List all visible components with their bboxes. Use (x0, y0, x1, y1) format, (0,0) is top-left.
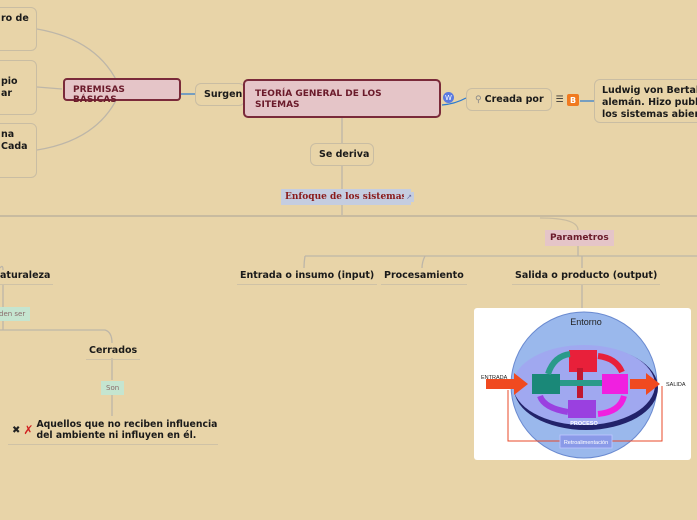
se-deriva-node[interactable]: Se deriva (310, 143, 374, 166)
bertalanffy-line-1: Ludwig von Bertala (602, 85, 697, 96)
entorno-label: Entorno (570, 317, 602, 327)
wordpress-icon[interactable]: W (443, 92, 454, 103)
retroalimentacion-label: Retroalimentación (564, 440, 608, 446)
surgen-node[interactable]: Surgen (195, 83, 245, 106)
parametros-node[interactable]: Parametros (545, 230, 614, 246)
search-icon: ⚲ (475, 95, 482, 105)
creada-por-label: Creada por (484, 94, 544, 105)
enfoque-sistemas-node[interactable]: Enfoque de los sistemas (281, 189, 411, 205)
premisa-node-2[interactable]: pio ar (0, 60, 37, 115)
close-icon: ✖ (12, 424, 21, 436)
creada-por-node[interactable]: ⚲ Creada por (466, 88, 552, 111)
cerrados-desc-line-1: Aquellos que no reciben influencia (36, 419, 218, 430)
system-diagram-svg: Entorno ENTRADA SALIDA PROCESO Retroalim… (481, 311, 686, 459)
premisa-node-3[interactable]: na Cada (0, 123, 37, 178)
bertalanffy-line-2: alemán. Hizo public (602, 97, 697, 108)
process-block-magenta (602, 374, 628, 394)
son-tag[interactable]: Son (101, 381, 125, 395)
proceso-label: PROCESO (570, 421, 598, 427)
premisa-node-1[interactable]: ro de (0, 7, 37, 51)
entrada-arrow (486, 373, 528, 395)
central-topic-node[interactable]: TEORÍA GENERAL DE LOS SITEMAS (243, 79, 441, 118)
salida-arrow (630, 373, 660, 395)
pueden-ser-tag[interactable]: den ser (0, 307, 31, 321)
cross-icon: ✗ (23, 423, 34, 437)
entrada-node[interactable]: Entrada o insumo (input) (237, 270, 378, 285)
cerrados-desc-line-2: del ambiente ni influyen en él. (36, 430, 197, 441)
system-diagram-image[interactable]: Entorno ENTRADA SALIDA PROCESO Retroalim… (474, 308, 691, 460)
entrada-label: ENTRADA (481, 375, 508, 381)
procesamiento-node[interactable]: Procesamiento (381, 270, 467, 285)
bertalanffy-line-3: los sistemas abiert (602, 109, 697, 120)
naturaleza-node[interactable]: aturaleza (0, 270, 54, 285)
premisas-basicas-node[interactable]: PREMISAS BÁSICAS (63, 78, 181, 105)
process-block-teal (532, 374, 560, 394)
salida-label: SALIDA (666, 382, 686, 388)
notes-icon[interactable]: ☰ (555, 95, 564, 105)
process-block-red (569, 350, 597, 372)
blogger-icon[interactable]: B (567, 94, 579, 106)
external-link-icon[interactable]: ↗ (404, 192, 414, 202)
bertalanffy-node[interactable]: Ludwig von Bertala alemán. Hizo public l… (594, 79, 697, 123)
process-block-purple (568, 400, 596, 418)
salida-node[interactable]: Salida o producto (output) (512, 270, 661, 285)
cerrados-description-node[interactable]: ✖ ✗ Aquellos que no reciben influencia d… (8, 419, 218, 445)
cerrados-node[interactable]: Cerrados (86, 345, 141, 360)
